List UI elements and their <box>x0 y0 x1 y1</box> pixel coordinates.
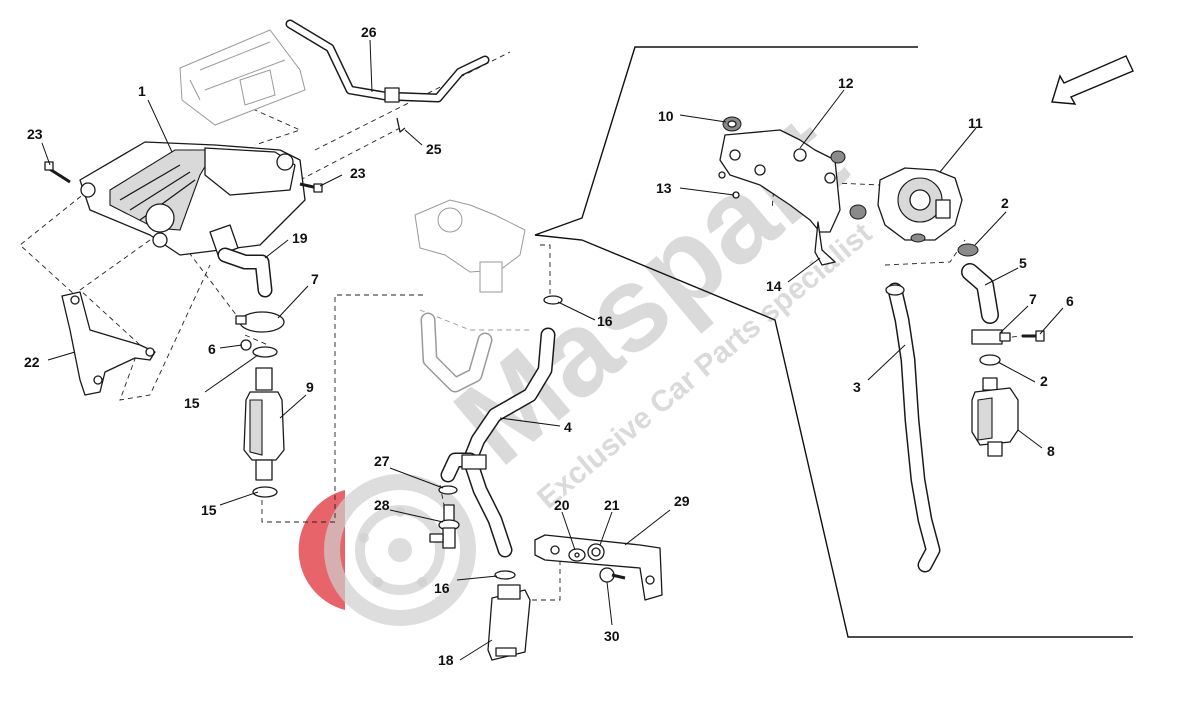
inset-frame <box>534 46 1133 638</box>
nut-21 <box>587 543 605 561</box>
bolt-30 <box>599 567 626 583</box>
callout-12: 12 <box>838 75 854 91</box>
callout-14: 14 <box>766 278 782 294</box>
callout-16-upper: 16 <box>597 313 613 329</box>
clamp-2-upper <box>957 243 979 257</box>
filter-9 <box>243 367 285 481</box>
callout-22: 22 <box>24 354 40 370</box>
bolt-23-left <box>44 161 71 184</box>
callout-25: 25 <box>426 141 442 157</box>
callout-23-left: 23 <box>27 126 43 142</box>
callout-5: 5 <box>1019 255 1027 271</box>
callout-20: 20 <box>554 497 570 513</box>
filter-8 <box>971 377 1019 457</box>
callout-7-left: 7 <box>311 271 319 287</box>
callout-13: 13 <box>656 180 672 196</box>
hose-5 <box>961 263 999 324</box>
direction-arrow-icon <box>1051 55 1134 105</box>
clamp-15-lower <box>252 486 278 498</box>
callout-15-upper: 15 <box>184 395 200 411</box>
callout-15-lower: 15 <box>201 502 217 518</box>
clip-25 <box>396 117 406 133</box>
callout-21: 21 <box>604 497 620 513</box>
clamp-7-right <box>971 329 1011 345</box>
clamp-15-upper <box>252 346 278 358</box>
canister-1 <box>79 141 306 256</box>
grommet-right <box>830 150 867 220</box>
bracket-12 <box>719 129 841 266</box>
bolt-6-left <box>240 339 252 351</box>
bracket-22 <box>61 291 156 396</box>
clamp-16-upper <box>543 295 563 305</box>
callout-18: 18 <box>438 652 454 668</box>
callout-16-lower: 16 <box>434 580 450 596</box>
washer-20 <box>568 548 586 562</box>
grommet-10 <box>722 116 742 132</box>
callout-2-lower: 2 <box>1040 373 1048 389</box>
leader-lines <box>41 39 1064 661</box>
callout-19: 19 <box>292 230 308 246</box>
callout-28: 28 <box>374 497 390 513</box>
callout-labels: 1 2 2 3 4 5 6 6 7 7 8 9 10 11 12 13 14 1… <box>24 24 1074 668</box>
callout-2-upper: 2 <box>1001 195 1009 211</box>
callout-9: 9 <box>306 379 314 395</box>
callout-1: 1 <box>138 83 146 99</box>
bracket-29 <box>534 534 663 601</box>
callout-29: 29 <box>674 493 690 509</box>
bolt-13 <box>718 171 740 199</box>
clamp-16-lower <box>494 570 516 580</box>
pipe-26 <box>285 19 490 103</box>
callout-4: 4 <box>564 419 572 435</box>
assembly-lines <box>19 51 1031 601</box>
hose-4 <box>440 327 556 558</box>
callout-23-right: 23 <box>350 165 366 181</box>
watermark-wheel-logo <box>298 474 476 626</box>
callout-27: 27 <box>374 453 390 469</box>
canister-18 <box>487 584 531 661</box>
callout-8: 8 <box>1047 443 1055 459</box>
bolt-6-right <box>1022 330 1045 342</box>
callout-3: 3 <box>853 379 861 395</box>
callout-6-left: 6 <box>208 341 216 357</box>
bolt-23-right <box>299 182 323 193</box>
callout-26: 26 <box>361 24 377 40</box>
hose-3 <box>885 282 941 573</box>
valve-28 <box>429 504 460 549</box>
pump-assembly-ghost <box>414 199 526 393</box>
callout-30: 30 <box>604 628 620 644</box>
pump-11 <box>877 167 963 243</box>
clamp-2-lower <box>979 354 1001 366</box>
callout-10: 10 <box>658 108 674 124</box>
callout-11: 11 <box>968 115 983 131</box>
clamp-27 <box>438 485 458 495</box>
callout-7-right: 7 <box>1029 291 1037 307</box>
hose-19 <box>217 247 273 298</box>
callout-6-right: 6 <box>1066 293 1074 309</box>
chassis-bracket-ghost <box>179 29 306 126</box>
clamp-7-left <box>235 311 285 333</box>
